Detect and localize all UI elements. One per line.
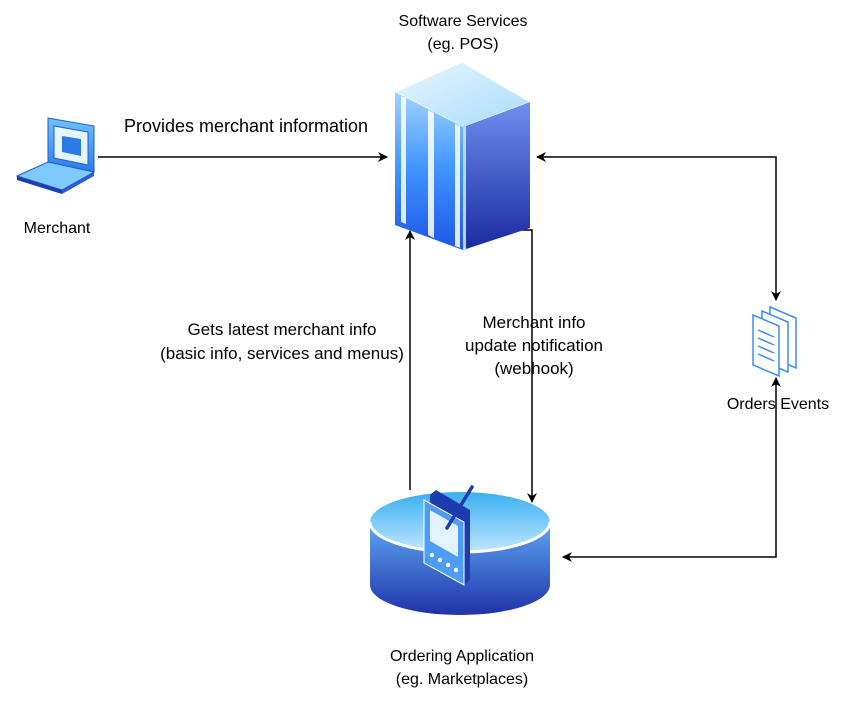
webhook-line2: update notification bbox=[465, 336, 603, 355]
server-icon bbox=[393, 61, 532, 250]
webhook-line1: Merchant info bbox=[483, 313, 586, 332]
software-services-title: Software Services bbox=[399, 13, 528, 30]
gets-latest-line2: (basic info, services and menus) bbox=[160, 344, 404, 363]
node-label-ordering-application: Ordering Application (eg. Marketplaces) bbox=[390, 648, 534, 688]
pda-icon bbox=[423, 485, 474, 586]
webhook-line3: (webhook) bbox=[494, 359, 573, 378]
edge-label-provides-info: Provides merchant information bbox=[124, 116, 368, 136]
node-label-software-services: Software Services (eg. POS) bbox=[399, 13, 528, 53]
pda-database-icon bbox=[368, 485, 552, 615]
edge-label-gets-latest: Gets latest merchant info (basic info, s… bbox=[160, 320, 404, 363]
ordering-application-title: Ordering Application bbox=[390, 648, 534, 665]
gets-latest-line1: Gets latest merchant info bbox=[188, 320, 377, 339]
edge-services-orders-events bbox=[536, 152, 781, 301]
ordering-application-subtitle: (eg. Marketplaces) bbox=[396, 671, 529, 688]
edge-label-webhook: Merchant info update notification (webho… bbox=[465, 313, 603, 378]
laptop-icon bbox=[15, 117, 96, 194]
documents-icon bbox=[752, 305, 797, 378]
merchant-label: Merchant bbox=[24, 220, 91, 237]
orders-events-label: Orders Events bbox=[727, 396, 829, 413]
software-services-subtitle: (eg. POS) bbox=[427, 36, 498, 53]
edge-orders-events-ordering bbox=[562, 377, 781, 562]
